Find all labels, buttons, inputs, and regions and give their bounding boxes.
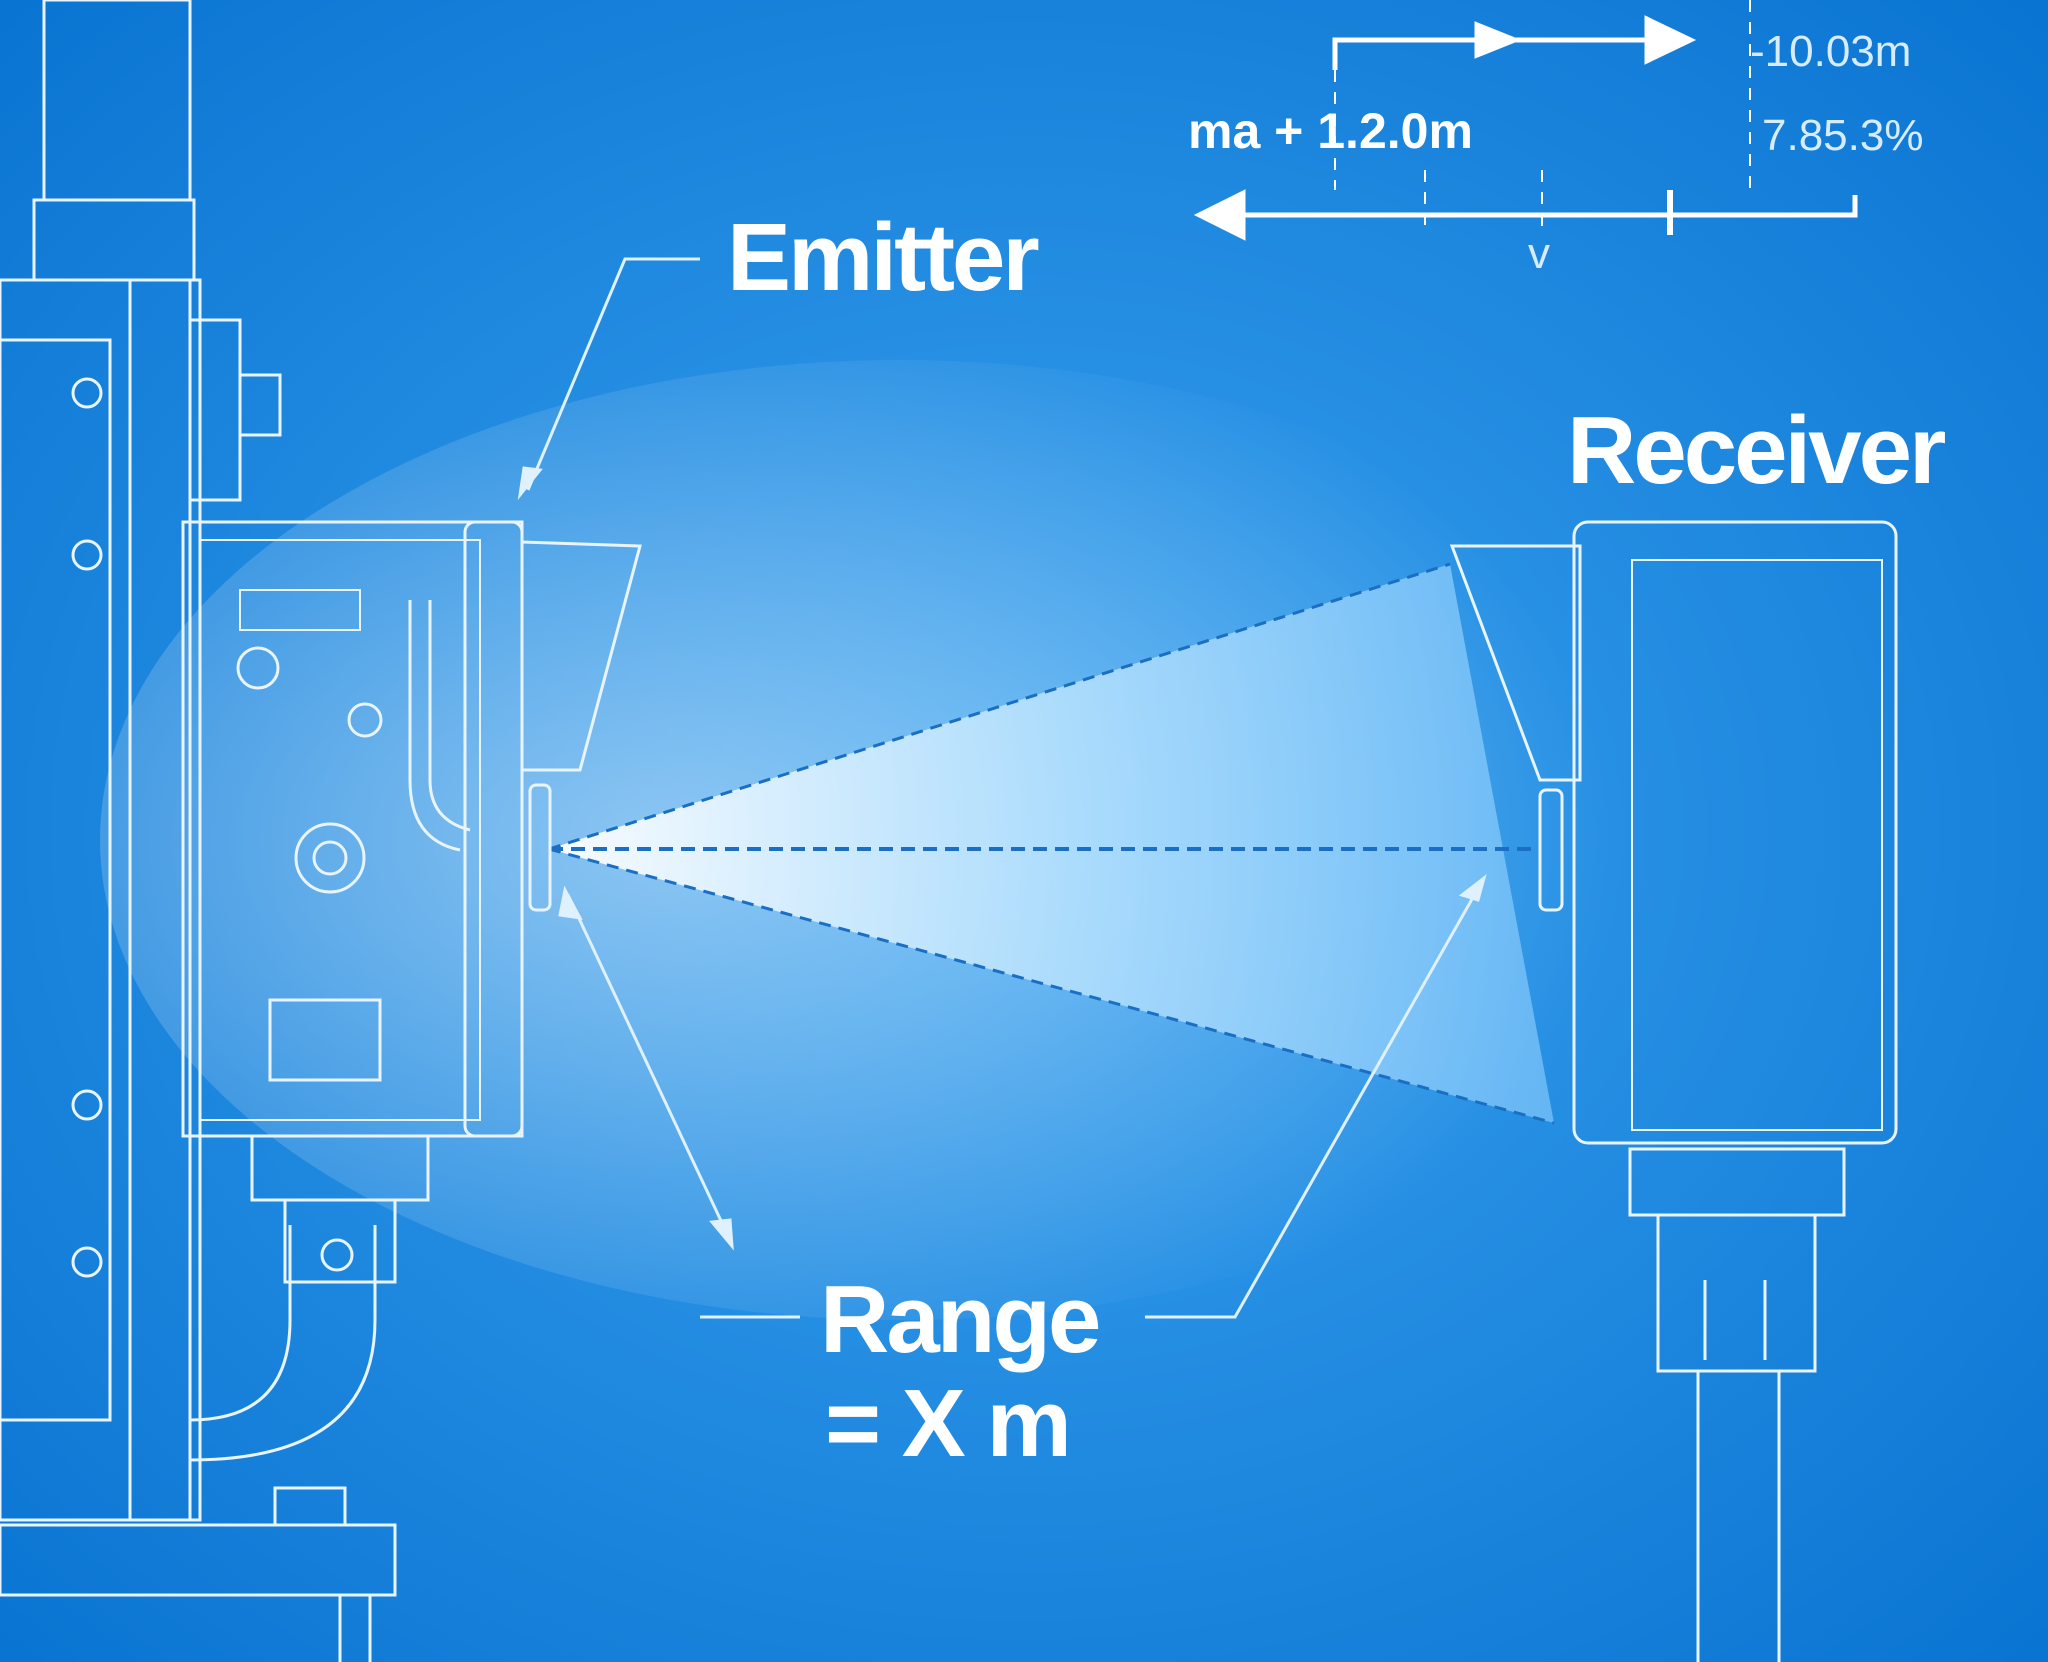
- light-beam: [548, 562, 1555, 1125]
- range-value: = X m: [825, 1370, 1069, 1477]
- dimension-main: ma + 1.2.0m: [1188, 103, 1473, 159]
- range-label: Range: [820, 1266, 1099, 1373]
- dimension-top-right: -10.03m: [1750, 27, 1911, 76]
- dimension-percent: 7.85.3%: [1762, 111, 1923, 160]
- dimension-lines: [1193, 0, 1858, 241]
- dimension-marker: v: [1528, 229, 1550, 278]
- emitter-device: [181, 520, 642, 1284]
- receiver-label: Receiver: [1567, 397, 1945, 504]
- callout-lines: [517, 257, 1487, 1319]
- receiver-device: [1449, 520, 1898, 1662]
- emitter-label: Emitter: [727, 204, 1038, 311]
